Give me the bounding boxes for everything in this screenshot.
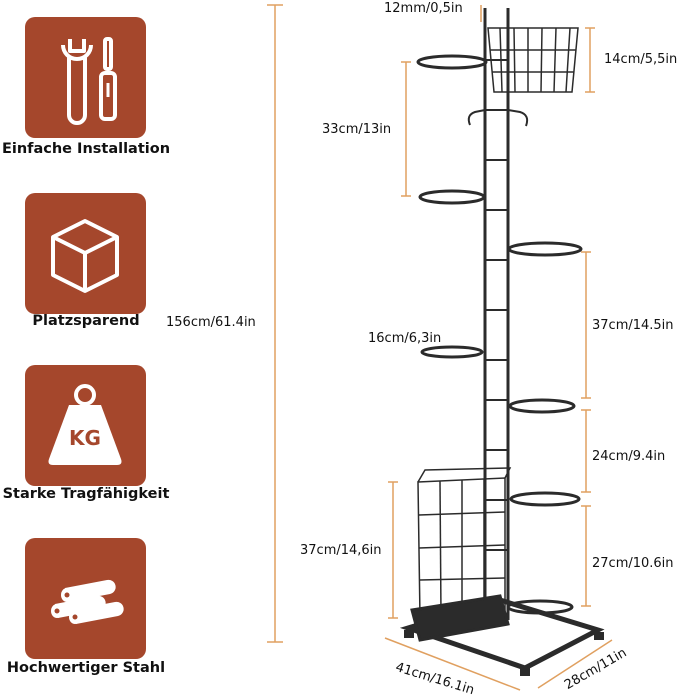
feature-label-installation: Einfache Installation [1,141,171,157]
feature-tile-space [25,193,146,314]
rack-frame [399,8,605,671]
rack-feet [404,630,604,676]
dim-bottom-spacing: 27cm/10.6in [592,556,674,571]
dim-small-ring: 16cm/6,3in [368,331,442,346]
feature-label-capacity: Starke Tragfähigkeit [2,486,170,502]
dim-top-cap: 12mm/0,5in [384,1,463,16]
steel-pipes-icon [51,579,124,624]
dim-upper-spacing: 33cm/13in [322,122,392,137]
feature-label-space: Platzsparend [32,313,140,329]
wrench-screwdriver-icon [61,37,117,125]
dim-middle-spacing: 37cm/14.5in [592,318,674,333]
feature-tile-capacity: KG [25,365,146,486]
weight-icon-text: KG [69,426,101,450]
dim-top-basket-height: 14cm/5,5in [604,52,678,67]
feature-label-steel: Hochwertiger Stahl [6,660,166,676]
feature-tile-installation [25,17,146,138]
weight-icon: KG [48,384,122,465]
dim-lower-spacing: 24cm/9.4in [592,449,666,464]
dimension-lines [267,4,613,691]
box-icon [51,219,119,293]
feature-tile-steel [25,538,146,659]
dim-total-height: 156cm/61.4in [166,315,256,330]
dim-bottom-basket-height: 37cm/14,6in [300,543,382,558]
